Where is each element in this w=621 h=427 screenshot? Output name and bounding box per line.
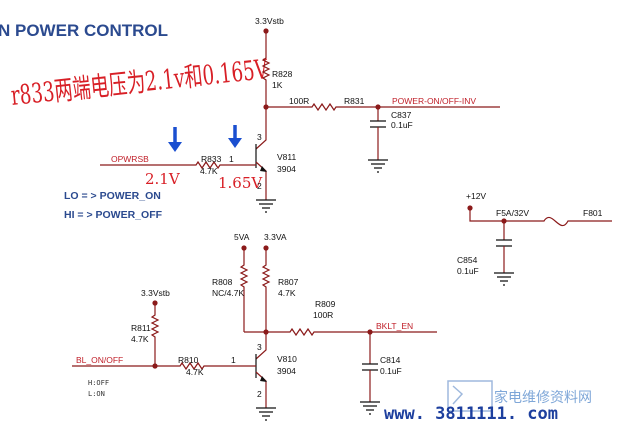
resistor-r833 bbox=[100, 160, 256, 170]
c837-val: 0.1uF bbox=[391, 120, 413, 130]
rail-3v3a: 3.3VA bbox=[264, 232, 287, 242]
v810-ref: V810 bbox=[277, 354, 297, 364]
resistor-r831 bbox=[266, 102, 500, 112]
c814-val: 0.1uF bbox=[380, 366, 402, 376]
page-title: N POWER CONTROL bbox=[0, 21, 168, 40]
r811-val: 4.7K bbox=[131, 334, 149, 344]
v811-ref: V811 bbox=[277, 152, 296, 162]
resistor-r807 bbox=[261, 248, 271, 332]
r809-ref: R809 bbox=[315, 299, 336, 309]
capacitor-c854 bbox=[496, 239, 512, 247]
r833-val: 4.7K bbox=[200, 166, 218, 176]
r831-val: 100R bbox=[289, 96, 309, 106]
r831-ref: R831 bbox=[344, 96, 365, 106]
r808-val: NC/4.7K bbox=[212, 288, 244, 298]
emitter-arrow-icon bbox=[260, 166, 267, 172]
resistor-r808 bbox=[239, 248, 249, 332]
logic-hi-text: HI = > POWER_OFF bbox=[64, 209, 163, 221]
r809-val: 100R bbox=[313, 310, 333, 320]
pin-e: 2 bbox=[257, 181, 262, 191]
rail-5va: 5VA bbox=[234, 232, 250, 242]
watermark-logo-icon bbox=[447, 380, 493, 412]
capacitor-c814 bbox=[362, 363, 378, 371]
ground-icon bbox=[494, 272, 514, 286]
arrow-down-icon bbox=[228, 125, 242, 148]
v810-val: 3904 bbox=[277, 366, 296, 376]
c837-ref: C837 bbox=[391, 110, 412, 120]
r810-ref: R810 bbox=[178, 355, 199, 365]
wire bbox=[255, 107, 267, 150]
watermark-chinese: 家电维修资料网 bbox=[494, 389, 592, 406]
arrow-down-icon bbox=[168, 127, 182, 152]
r807-val: 4.7K bbox=[278, 288, 296, 298]
pin-c: 3 bbox=[257, 132, 262, 142]
net-bl-on-off: BL_ON/OFF bbox=[76, 355, 123, 365]
capacitor-c837 bbox=[370, 120, 386, 128]
resistor-r809 bbox=[266, 327, 437, 337]
c854-ref: C854 bbox=[457, 255, 478, 265]
logic-lo-text: LO = > POWER_ON bbox=[64, 190, 161, 202]
net-opwrsb: OPWRSB bbox=[111, 154, 149, 164]
pin-b: 1 bbox=[229, 154, 234, 164]
v811-val: 3904 bbox=[277, 164, 296, 174]
rail-3v3stb-top: 3.3Vstb bbox=[255, 16, 284, 26]
net-bklt-en: BKLT_EN bbox=[376, 321, 413, 331]
ground-icon bbox=[368, 159, 388, 173]
c814-ref: C814 bbox=[380, 355, 401, 365]
rail-3v3stb-left: 3.3Vstb bbox=[141, 288, 170, 298]
r807-ref: R807 bbox=[278, 277, 299, 287]
r833-ref: R833 bbox=[201, 154, 222, 164]
pin-b: 1 bbox=[231, 355, 236, 365]
fuse-rating: F5A/32V bbox=[496, 208, 529, 218]
wire bbox=[255, 332, 267, 360]
resistor-r828 bbox=[261, 57, 271, 107]
r808-ref: R808 bbox=[212, 277, 233, 287]
r811-ref: R811 bbox=[131, 323, 151, 333]
resistor-r810 bbox=[72, 361, 256, 371]
ground-icon bbox=[256, 199, 276, 213]
ground-icon bbox=[256, 407, 276, 421]
voltage-label-1v65: 1.65V bbox=[218, 174, 263, 192]
fuse-f801 bbox=[469, 208, 612, 227]
r810-val: 4.7K bbox=[186, 367, 204, 377]
c854-val: 0.1uF bbox=[457, 266, 479, 276]
f801-ref: F801 bbox=[583, 208, 603, 218]
resistor-r811 bbox=[150, 303, 160, 366]
net-power-inv: POWER-ON/OFF-INV bbox=[392, 96, 476, 106]
r828-val: 1K bbox=[272, 80, 283, 90]
voltage-label-2v1: 2.1V bbox=[145, 170, 181, 188]
rail-12v: +12V bbox=[466, 191, 486, 201]
state-h-off: H:OFF bbox=[88, 379, 109, 387]
state-l-on: L:ON bbox=[88, 390, 105, 398]
watermark-url: www. 3811111. com bbox=[384, 404, 558, 424]
pin-e: 2 bbox=[257, 389, 262, 399]
emitter-arrow-icon bbox=[260, 376, 267, 382]
pin-c: 3 bbox=[257, 342, 262, 352]
voltage-annotation: r833两端电压为2.1v和0.165V bbox=[9, 54, 269, 112]
ground-icon bbox=[360, 401, 380, 415]
r828-ref: R828 bbox=[272, 69, 293, 79]
